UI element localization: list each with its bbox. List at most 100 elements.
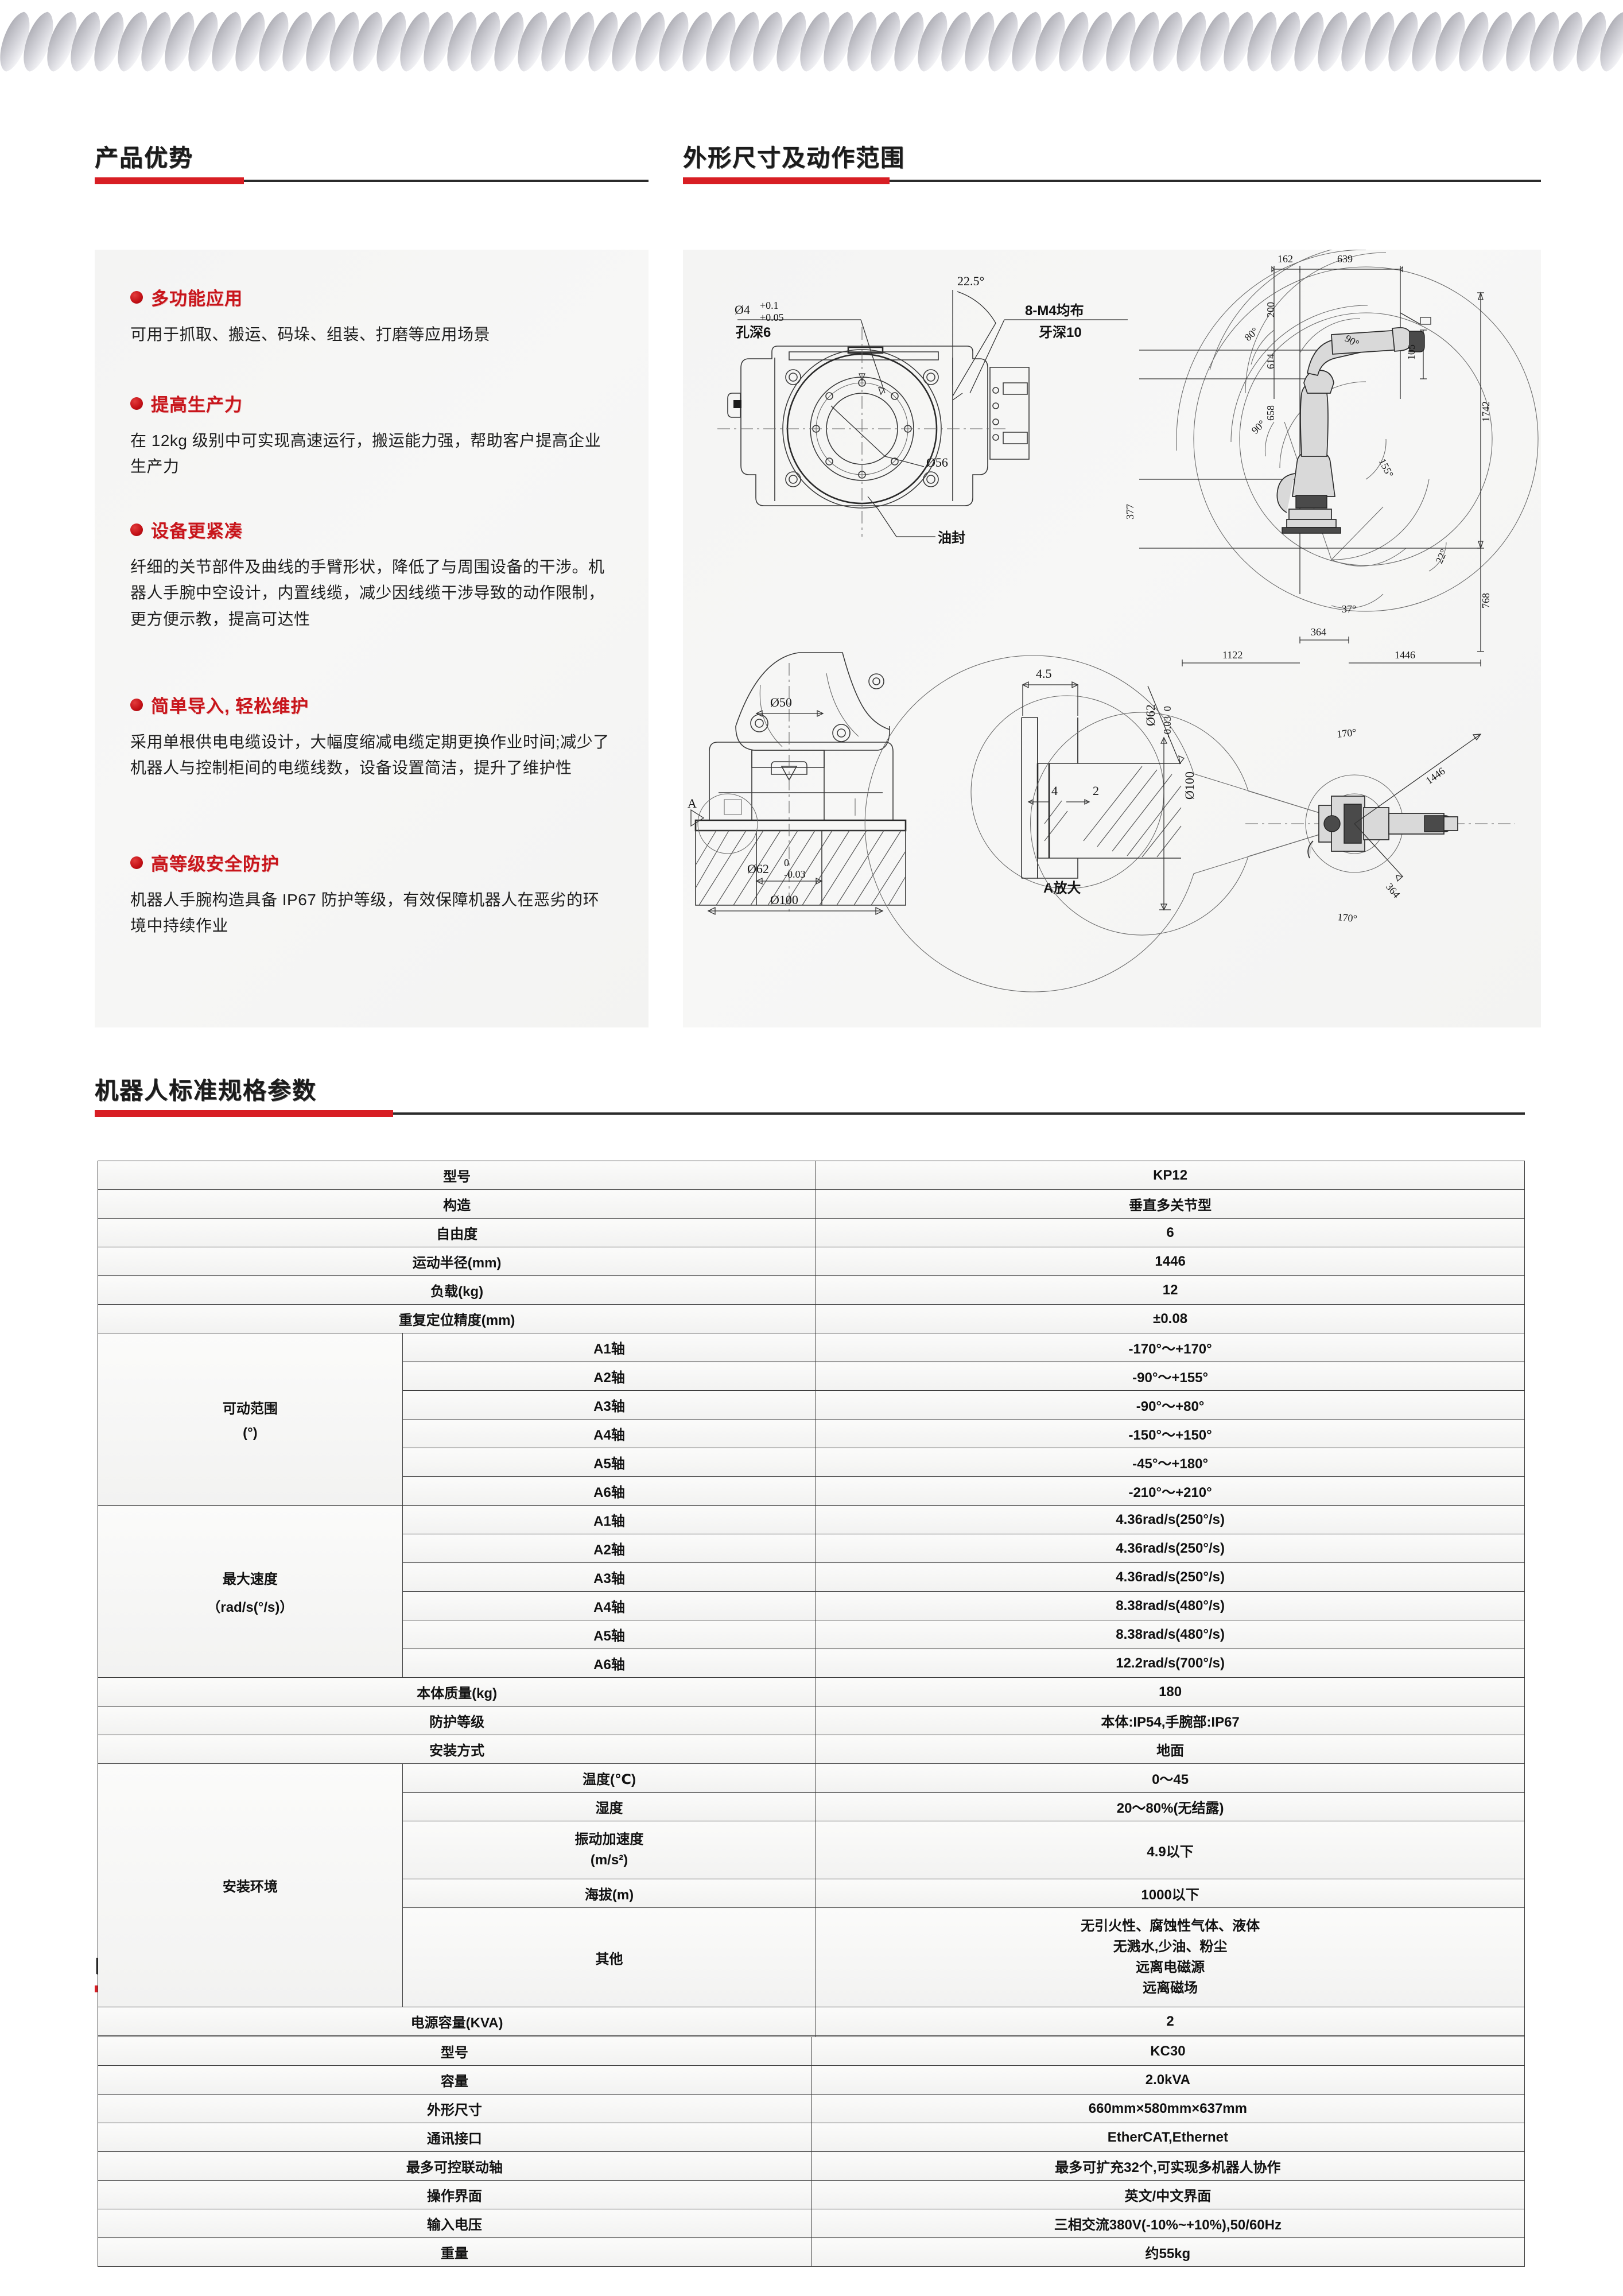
table-row: 最多可控联动轴最多可扩充32个,可实现多机器人协作 [98, 2151, 1525, 2181]
ang-80: 80° [1242, 325, 1260, 343]
robot-arm-top [1307, 796, 1458, 859]
table-row: 安装方式地面 [97, 1735, 1525, 1764]
spec-label-cell: 自由度 [97, 1218, 817, 1247]
advantage-body-text: 采用单根供电电缆设计，大幅度缩减电缆定期更换作业时间;减少了机器人与控制柜间的电… [130, 733, 609, 777]
advantage-body-text: 纤细的关节部件及曲线的手臂形状，降低了与周围设备的干涉。机器人手腕中空设计，内置… [130, 558, 605, 628]
bullet-dot-icon [130, 523, 143, 536]
spec-sub-label-cell: 海拔(m) [402, 1879, 817, 1908]
label-view-arrow-a: A [688, 796, 697, 810]
label-detail-dia62-tol-lo: -0.03 [1162, 716, 1173, 738]
advantage-item-4: 简单导入, 轻松维护采用单根供电电缆设计，大幅度缩减电缆定期更换作业时间;减少了… [130, 692, 612, 781]
table-row: 本体质量(kg)180 [97, 1677, 1525, 1707]
table-row: 重量约55kg [98, 2237, 1525, 2267]
table-row: 重复定位精度(mm)±0.08 [97, 1304, 1525, 1333]
spec-sub-label-cell: A2轴 [402, 1362, 817, 1391]
robot-arm-side [1276, 327, 1425, 534]
heading-rule [95, 177, 649, 184]
spec-label-cell: 型号 [97, 1161, 817, 1190]
label-hole-tol-upper: +0.1 [760, 300, 779, 311]
kc30-value-cell: EtherCAT,Ethernet [810, 2123, 1525, 2152]
label-detail-4: 4 [1051, 784, 1058, 798]
spec-label-cell: 防护等级 [97, 1706, 817, 1735]
decorative-header-band [0, 0, 1623, 77]
section-heading-dimensions: 外形尺寸及动作范围 [683, 146, 1541, 184]
table-row: 海拔(m)1000以下 [98, 1879, 1525, 1908]
spec-value-cell: 无引火性、腐蚀性气体、液体无溅水,少油、粉尘远离电磁源远离磁场 [816, 1907, 1525, 2007]
side-view-envelope: 162 639 1742 768 105 377 364 1122 1446 8… [1124, 250, 1539, 666]
top-ang-170-lower: 170° [1337, 911, 1358, 924]
table-row: 电源容量(KVA)2 [97, 2007, 1525, 2036]
heading-rule [683, 177, 1541, 184]
advantage-body-text: 机器人手腕构造具备 IP67 防护等级，有效保障机器人在恶劣的环境中持续作业 [130, 891, 600, 935]
label-oil-seal: 油封 [938, 530, 965, 546]
spec-value-cell: -170°～+170° [816, 1333, 1525, 1362]
spec-value-cell: 12 [816, 1275, 1525, 1305]
table-row: A2轴-90°～+155° [98, 1362, 1525, 1391]
kc30-value-cell: 最多可扩充32个,可实现多机器人协作 [810, 2151, 1525, 2181]
label-dia-62: Ø62 [747, 862, 769, 876]
section-heading-advantages: 产品优势 [95, 146, 649, 184]
spec-group-label-cell: 最大速度（rad/s(°/s)） [98, 1505, 403, 1678]
table-row: 其他无引火性、腐蚀性气体、液体无溅水,少油、粉尘远离电磁源远离磁场 [98, 1907, 1525, 2007]
spec-sub-label-cell: A2轴 [402, 1534, 817, 1563]
spec-sub-label-cell: A1轴 [402, 1505, 817, 1534]
spec-label-cell: 重复定位精度(mm) [97, 1304, 817, 1333]
kc30-value-cell: 2.0kVA [810, 2065, 1525, 2095]
ang-37: 37° [1342, 603, 1356, 615]
table-row: 输入电压三相交流380V(-10%~+10%),50/60Hz [98, 2209, 1525, 2238]
bullet-dot-icon [130, 397, 143, 410]
spec-sub-label-cell: A3轴 [402, 1390, 817, 1420]
label-dia-62-tol-upper: 0 [784, 857, 789, 868]
technical-drawing: Ø4 +0.1 +0.05 孔深6 22.5° 8-M4均布 牙深10 Ø56 … [683, 250, 1541, 1027]
spec-value-cell: ±0.08 [816, 1304, 1525, 1333]
spec-value-cell: -90°～+155° [816, 1362, 1525, 1391]
spec-value-cell: -45°～+180° [816, 1448, 1525, 1477]
spec-sub-label-cell: A3轴 [402, 1562, 817, 1592]
spec-value-cell: 8.38rad/s(480°/s) [816, 1591, 1525, 1620]
spec-value-cell: 0～45 [816, 1763, 1525, 1793]
spec-value-cell: 180 [816, 1677, 1525, 1707]
advantage-heading-text: 简单导入, 轻松维护 [151, 696, 309, 716]
spec-value-cell: 4.9以下 [816, 1821, 1525, 1879]
advantage-heading-row: 设备更紧凑 [130, 517, 612, 542]
base-mount-section: A Ø50 Ø62 0 -0.03 Ø100 [688, 652, 907, 916]
robot-spec-title: 机器人标准规格参数 [95, 1077, 317, 1104]
spec-label-cell: 本体质量(kg) [97, 1677, 817, 1707]
spec-label-cell: 运动半径(mm) [97, 1247, 817, 1276]
spec-sub-label-cell: 湿度 [402, 1792, 817, 1821]
bullet-dot-icon [130, 856, 143, 869]
spec-label-cell: 构造 [97, 1189, 817, 1219]
spec-value-cell: 4.36rad/s(250°/s) [816, 1534, 1525, 1563]
spec-sub-label-cell: A6轴 [402, 1649, 817, 1678]
spec-group-label-cell: 安装环境 [98, 1763, 403, 2007]
advantage-heading-row: 多功能应用 [130, 284, 612, 310]
spec-sub-label-cell: A5轴 [402, 1448, 817, 1477]
label-hole-dia: Ø4 [735, 302, 750, 317]
label-hole-depth: 孔深6 [736, 325, 771, 340]
section-heading-robot-spec: 机器人标准规格参数 [95, 1077, 1525, 1117]
label-thread-pattern: 8-M4均布 [1025, 302, 1084, 319]
spec-value-cell: -90°～+80° [816, 1390, 1525, 1420]
advantage-heading-text: 多功能应用 [151, 289, 243, 309]
group-label-unit: （rad/s(°/s)） [207, 1599, 294, 1615]
cell-line: (m/s²) [590, 1852, 628, 1868]
table-row: 安装环境温度(℃)0～45 [98, 1763, 1525, 2007]
table-row: A4轴-150°～+150° [98, 1419, 1525, 1448]
spec-value-cell: 2 [816, 2007, 1525, 2036]
cell-line: 振动加速度 [574, 1832, 644, 1847]
group-label-main: 安装环境 [222, 1879, 278, 1895]
crescent-pattern [0, 11, 1623, 72]
advantage-heading-text: 设备更紧凑 [151, 521, 243, 541]
bullet-dot-icon [130, 698, 143, 711]
kc30-value-cell: 约55kg [810, 2237, 1525, 2267]
spec-value-cell: 8.38rad/s(480°/s) [816, 1620, 1525, 1649]
kc30-label-cell: 操作界面 [98, 2180, 812, 2209]
label-detail-title: A放大 [1043, 880, 1081, 896]
